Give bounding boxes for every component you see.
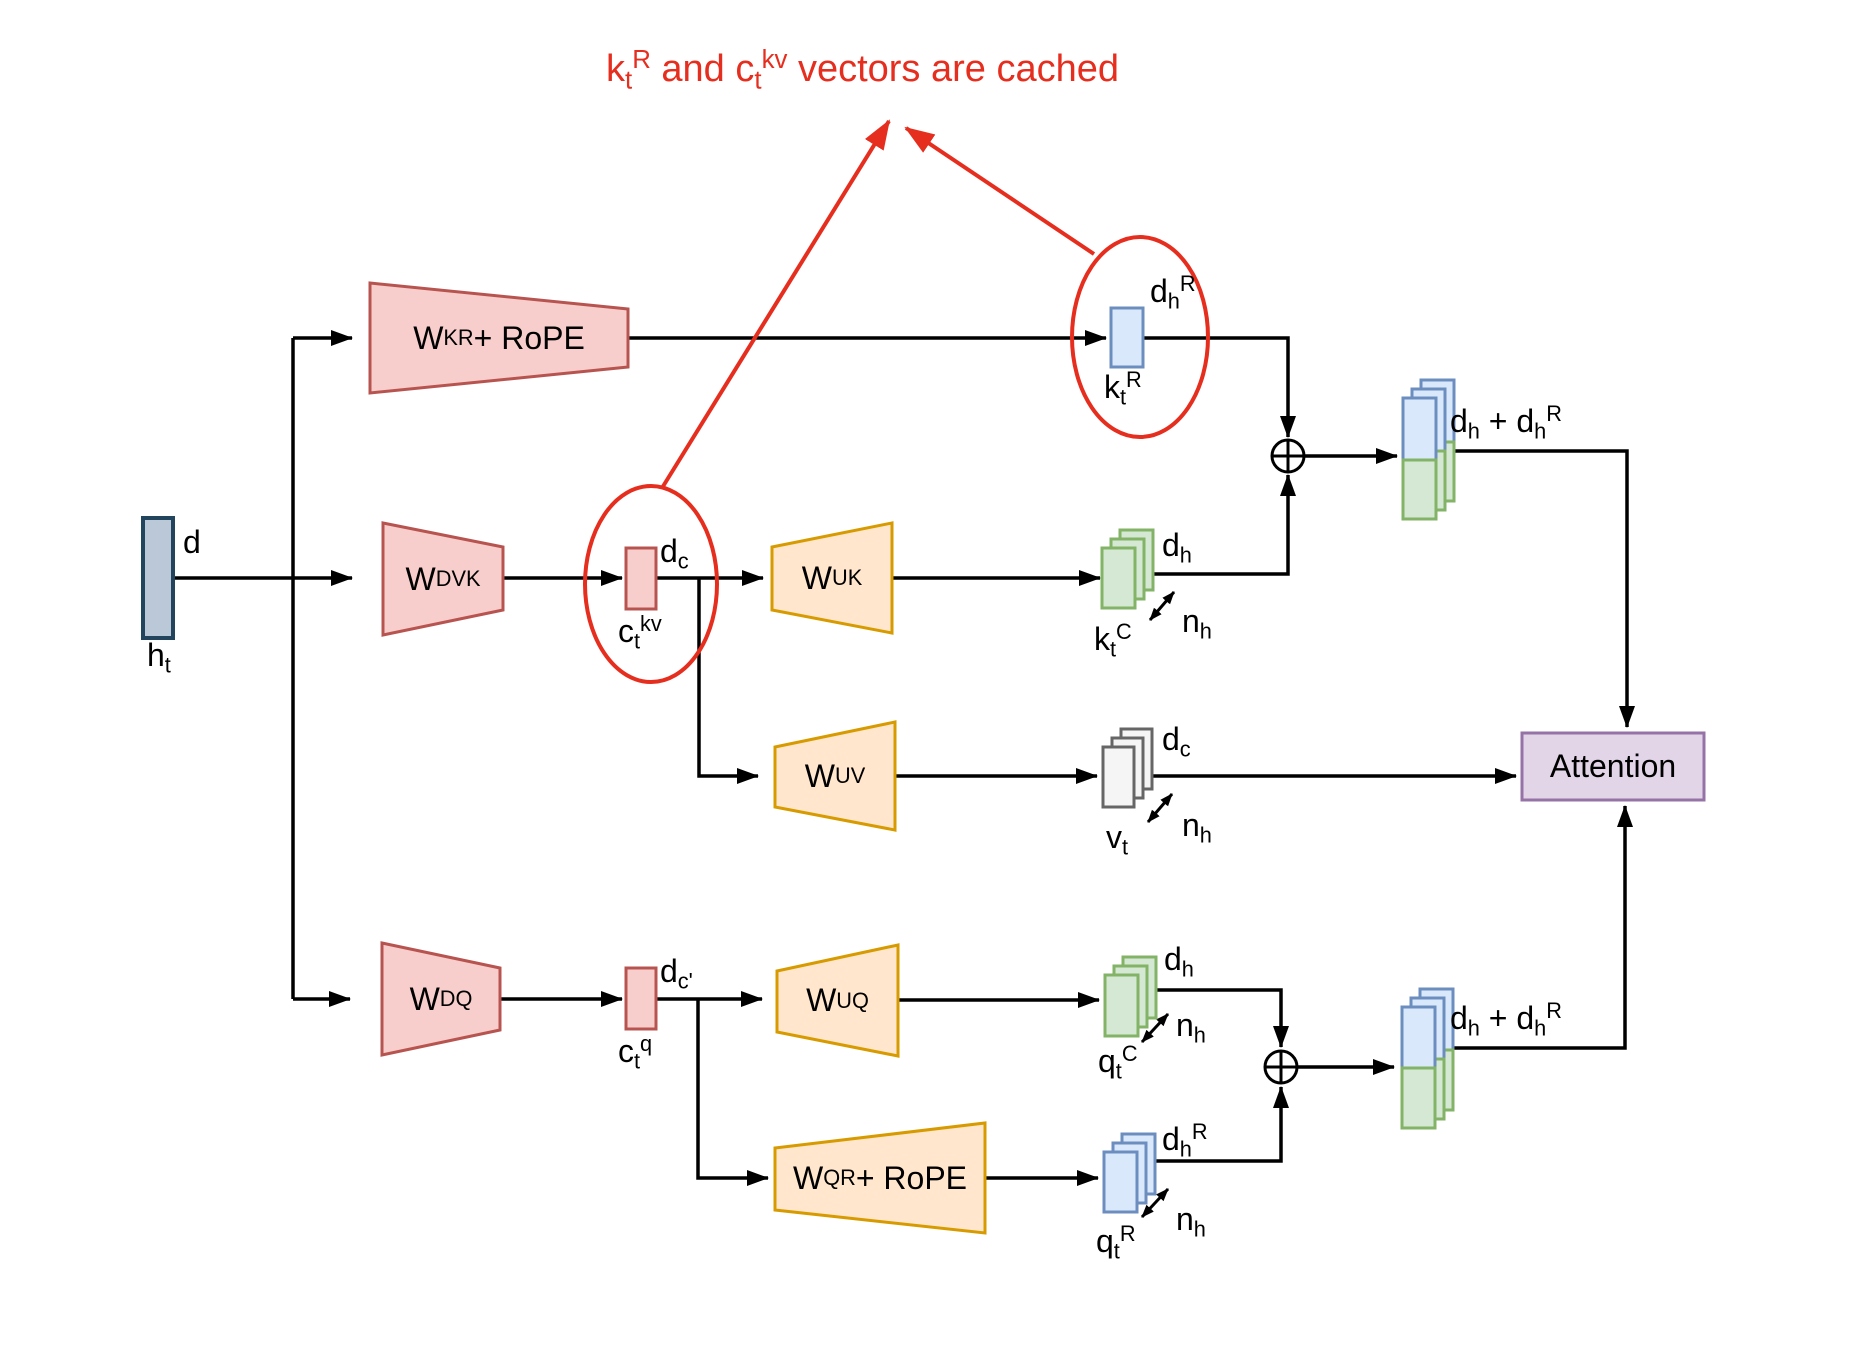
oplus1-concat-operator [1270, 438, 1306, 474]
ktr-label: ktR [1104, 367, 1142, 410]
ktc-vector-stack [1100, 528, 1155, 610]
attention-box [1520, 731, 1706, 802]
cached-vectors-note: ktR and ctkv vectors are cached [606, 46, 1119, 95]
ctkv-dim-label: dc [660, 533, 689, 574]
head-count-arrows [1140, 591, 1176, 1219]
ktr-vector [1109, 306, 1145, 369]
edge-ktc-to-oplus1 [1151, 474, 1296, 576]
qtc-label: qtC [1098, 1041, 1138, 1084]
nh-arrow-qtc [1140, 1012, 1170, 1044]
nh-arrow-vt [1146, 793, 1174, 823]
edge-ctq-to-wqr [696, 999, 769, 1186]
ktc-dim-label: dh [1162, 527, 1192, 568]
ktc-label: ktC [1094, 619, 1132, 662]
k-concat-dim-label: dh + dhR [1450, 401, 1562, 444]
input-label: ht [147, 637, 171, 678]
input-hidden-vector [141, 516, 175, 640]
stack-card-content-part [1401, 458, 1438, 521]
oplus-cross [1265, 1051, 1297, 1083]
edge-kconcat-to-attention [1453, 449, 1635, 728]
k-concat-stack [1401, 378, 1456, 521]
stack-card-content-part [1400, 1066, 1437, 1130]
qtc-heads-label: nh [1176, 1007, 1206, 1048]
wdvk-trapezoid [381, 521, 505, 637]
ctq-vector [624, 966, 658, 1031]
vt-vector-stack [1101, 727, 1154, 809]
cache-note-arrow-from-ctkv [660, 119, 891, 490]
qtc-vector-stack [1103, 955, 1158, 1038]
qtr-vector-stack [1102, 1132, 1157, 1214]
edge-qtc-to-oplus2 [1156, 988, 1289, 1048]
wdq-trapezoid [380, 941, 502, 1057]
attention-label: Attention [1549, 748, 1677, 784]
vt-label: vt [1106, 819, 1129, 860]
stack-card-rope-part [1400, 1005, 1437, 1070]
vt-dim-label: dc [1162, 721, 1191, 762]
oplus2-concat-operator [1263, 1049, 1299, 1085]
ctq-dim-label: dc' [660, 953, 693, 994]
oplus-cross [1272, 440, 1304, 472]
edge-qconcat-to-attention [1453, 805, 1633, 1050]
cache-note-arrow-from-ktr [904, 126, 1096, 256]
input-dim-label: d [183, 524, 201, 560]
cache-highlight-ellipse-ctkv [583, 484, 719, 684]
edge-ctkv-to-wuv [697, 578, 759, 784]
cache-highlight-ellipse-ktr [1070, 235, 1210, 439]
stack-card [1101, 745, 1136, 809]
ctq-label: ctq [618, 1031, 653, 1074]
qtr-heads-label: nh [1176, 1201, 1206, 1242]
wuq-trapezoid [775, 943, 900, 1058]
qtr-dim-label: dhR [1162, 1119, 1208, 1162]
wkr-rope-trapezoid [368, 281, 630, 395]
stack-card-rope-part [1401, 396, 1438, 462]
qtc-dim-label: dh [1164, 941, 1194, 982]
edge-ktr-to-oplus1 [1143, 336, 1296, 438]
stack-card [1100, 546, 1137, 610]
wuk-trapezoid [770, 521, 894, 635]
wqr-rope-trapezoid [773, 1121, 987, 1235]
stack-card [1102, 1150, 1139, 1214]
edge-qtr-to-oplus2 [1155, 1086, 1289, 1163]
ctkv-label: ctkv [618, 611, 662, 654]
q-concat-dim-label: dh + dhR [1450, 998, 1562, 1041]
ctkv-vector [624, 546, 658, 611]
wuv-trapezoid [773, 720, 897, 832]
vt-heads-label: nh [1182, 807, 1212, 848]
nh-arrow-qtr [1140, 1187, 1170, 1219]
q-concat-stack [1400, 987, 1455, 1130]
stack-card [1103, 973, 1140, 1038]
connectors [175, 330, 1635, 1186]
nh-arrow-ktc [1148, 591, 1176, 621]
qtr-label: qtR [1096, 1221, 1136, 1264]
ktr-dim-label: dhR [1150, 271, 1196, 314]
ktc-heads-label: nh [1182, 603, 1212, 644]
